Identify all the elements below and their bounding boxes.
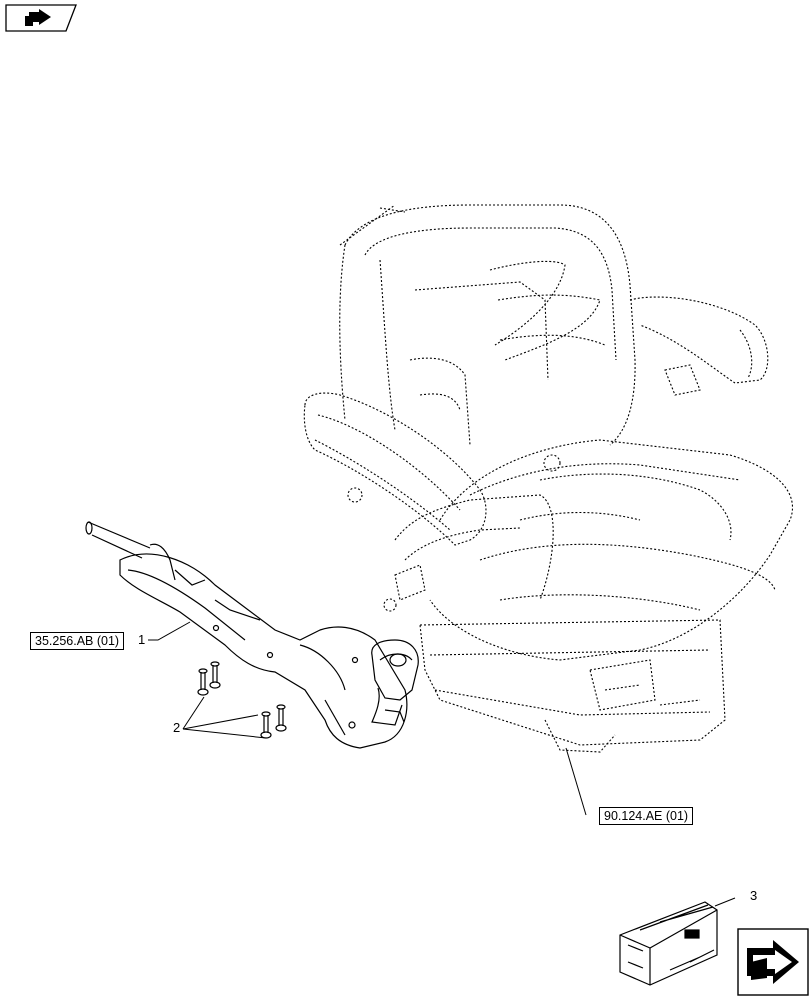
leader-lines xyxy=(148,621,736,907)
parts-kit-crate-icon xyxy=(619,901,718,986)
next-page-arrow-icon xyxy=(737,928,809,996)
previous-page-arrow-icon xyxy=(5,4,77,32)
ref-control-support[interactable]: 35.256.AB (01) xyxy=(30,632,125,650)
callout-1: 1 xyxy=(138,632,146,647)
seat-drawing xyxy=(303,204,794,753)
next-page-button[interactable] xyxy=(737,928,809,996)
bolt-drawings xyxy=(197,661,287,739)
ref-seat[interactable]: 90.124.AE (01) xyxy=(599,807,694,825)
callout-2: 2 xyxy=(173,720,181,735)
previous-page-button[interactable] xyxy=(5,4,77,32)
callout-3: 3 xyxy=(750,888,758,903)
control-support-drawing xyxy=(85,521,419,749)
